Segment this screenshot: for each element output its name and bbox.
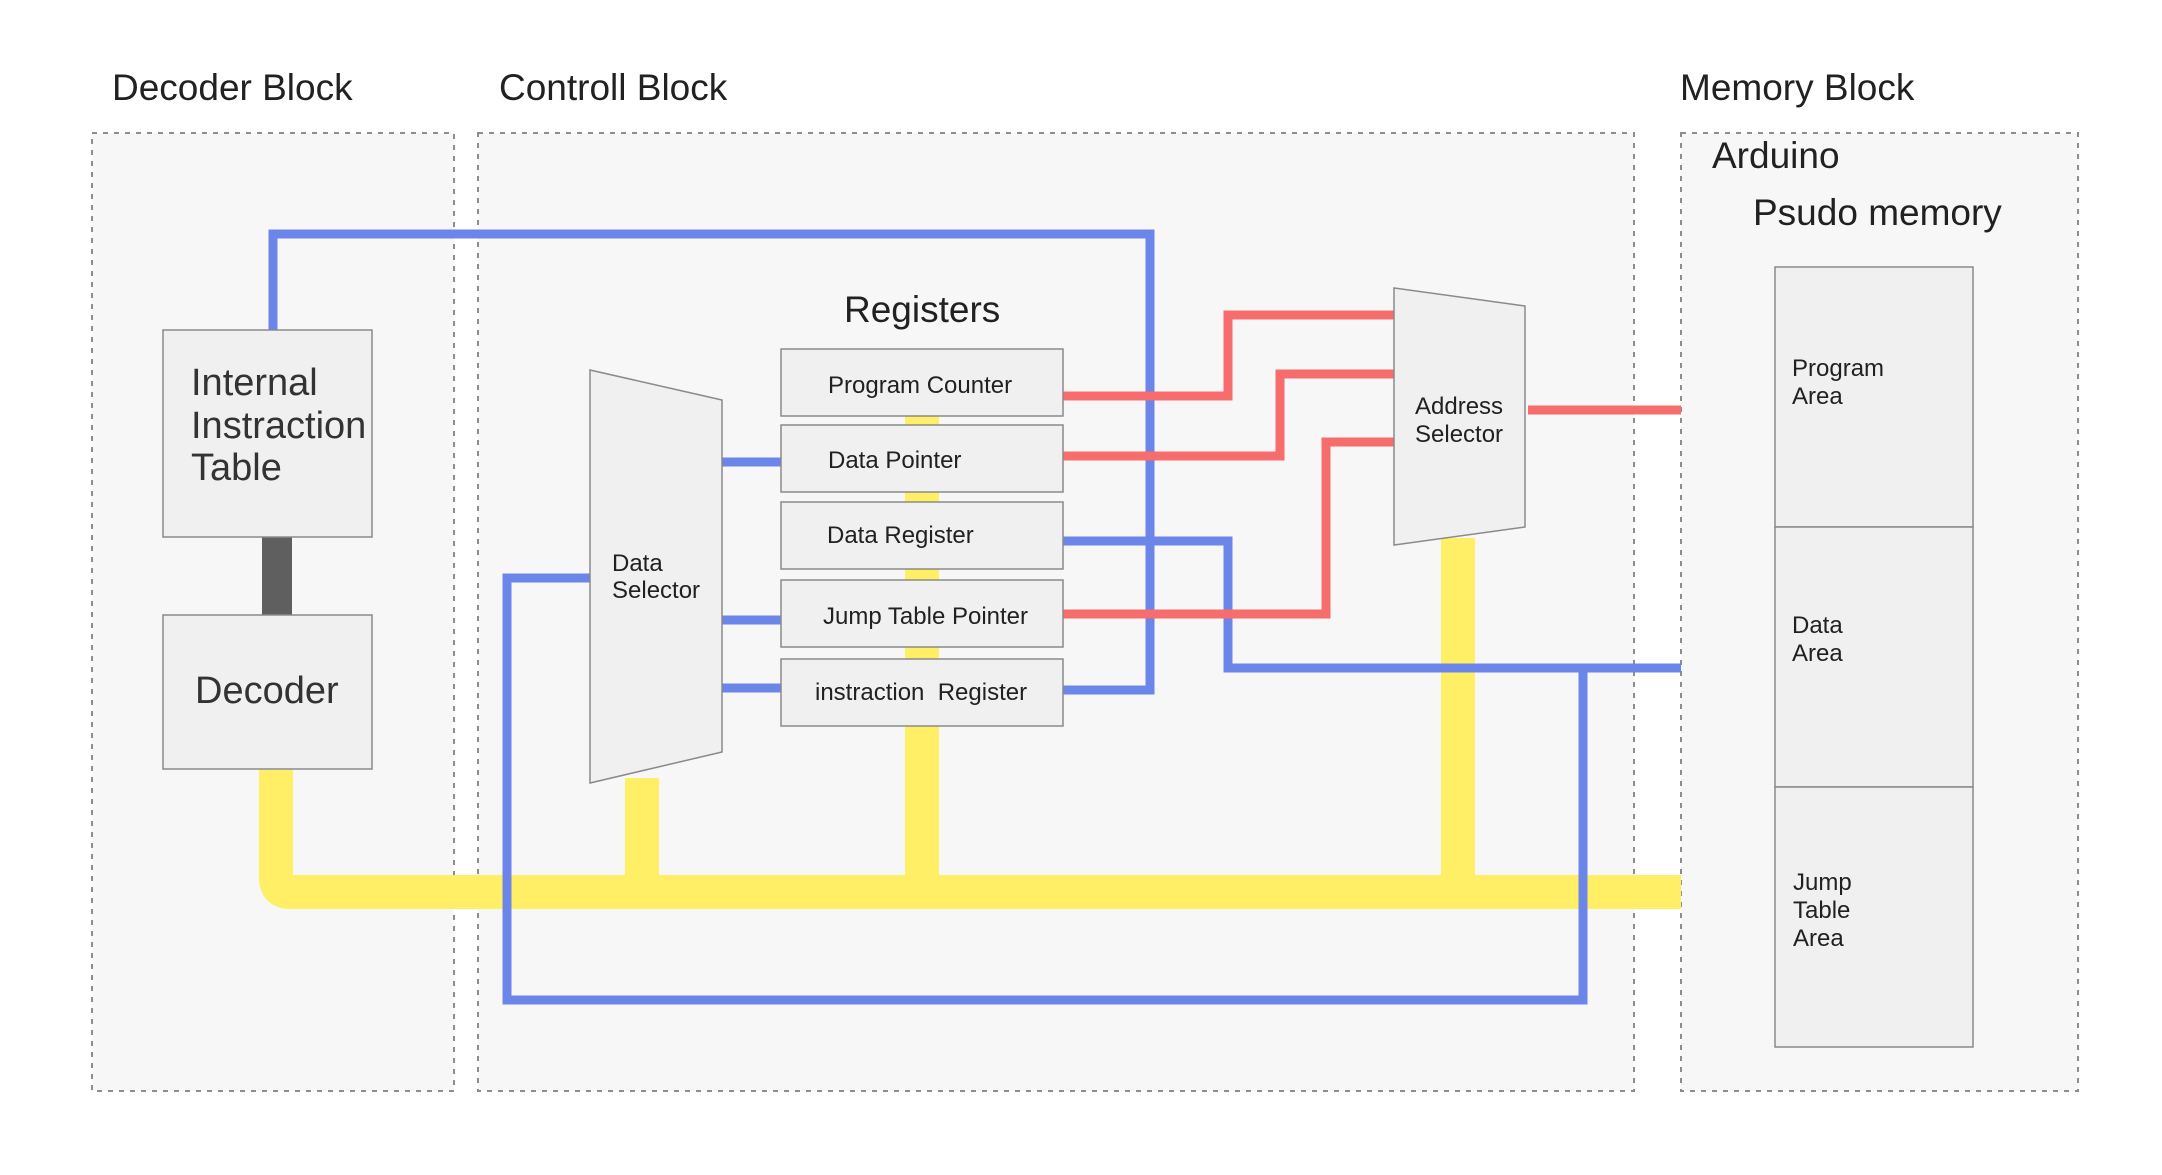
- program-area-line: Area: [1792, 383, 1843, 410]
- red-address-bus: [1063, 310, 1681, 619]
- data-area-box: [1774, 526, 1974, 788]
- internal-instruction-table-box: [162, 329, 373, 538]
- register-box-data-pointer: [780, 424, 1064, 493]
- psudo-memory-label: Psudo memory: [1753, 192, 2002, 233]
- instruction-table-line: Table: [191, 447, 282, 489]
- internal-instruction-table-label: Internal Instraction Table: [191, 362, 377, 489]
- blue-control-bus: [268, 229, 1681, 1005]
- data-selector-line: Data: [612, 550, 663, 577]
- program-area-line: Program: [1792, 355, 1884, 382]
- control-block-title: Controll Block: [499, 67, 728, 108]
- address-selector-line: Selector: [1415, 421, 1503, 448]
- program-area-box: [1774, 266, 1974, 528]
- register-box-jump-table-pointer: [780, 579, 1064, 648]
- decoder-label: Decoder: [195, 670, 339, 712]
- register-label-data-register: Data Register: [827, 522, 974, 549]
- arduino-label: Arduino: [1712, 135, 1840, 176]
- register-box-data-register: [780, 501, 1064, 570]
- program-area-label: Program Area: [1792, 355, 1891, 410]
- address-selector-line: Address: [1415, 393, 1503, 420]
- table-decoder-link: [262, 536, 292, 616]
- register-label-program-counter: Program Counter: [828, 372, 1012, 399]
- jump-table-area-label: Jump Table Area: [1793, 869, 1858, 952]
- instruction-table-line: Instraction: [191, 405, 366, 447]
- registers-title: Registers: [844, 289, 1000, 330]
- data-selector-label: Data Selector: [612, 550, 700, 604]
- data-selector-line: Selector: [612, 577, 700, 604]
- register-label-jump-table-pointer: Jump Table Pointer: [823, 603, 1028, 630]
- register-label-instruction-register: instraction Register: [815, 679, 1027, 706]
- address-selector-mux: [1393, 287, 1526, 546]
- jump-table-area-line: Jump: [1793, 869, 1852, 896]
- jump-table-area-line: Area: [1793, 925, 1844, 952]
- memory-block-title: Memory Block: [1680, 67, 1915, 108]
- data-selector-mux: [589, 369, 723, 784]
- psudo-memory-areas: Program Area Data Area Jump Table Area: [1774, 266, 1974, 1048]
- decoder-block-title: Decoder Block: [112, 67, 353, 108]
- register-box-program-counter: [780, 348, 1064, 417]
- address-selector-label: Address Selector: [1415, 393, 1510, 448]
- jump-table-area-box: [1774, 786, 1974, 1048]
- register-box-instruction-register: [780, 658, 1064, 727]
- instruction-table-line: Internal: [191, 362, 318, 404]
- register-label-data-pointer: Data Pointer: [828, 447, 961, 474]
- data-area-line: Data: [1792, 612, 1843, 639]
- register-stack: Program Counter Data Pointer Data Regist…: [780, 348, 1064, 727]
- jump-table-area-line: Table: [1793, 897, 1850, 924]
- decoder-box: [162, 614, 373, 770]
- data-area-label: Data Area: [1792, 612, 1849, 667]
- data-area-line: Area: [1792, 640, 1843, 667]
